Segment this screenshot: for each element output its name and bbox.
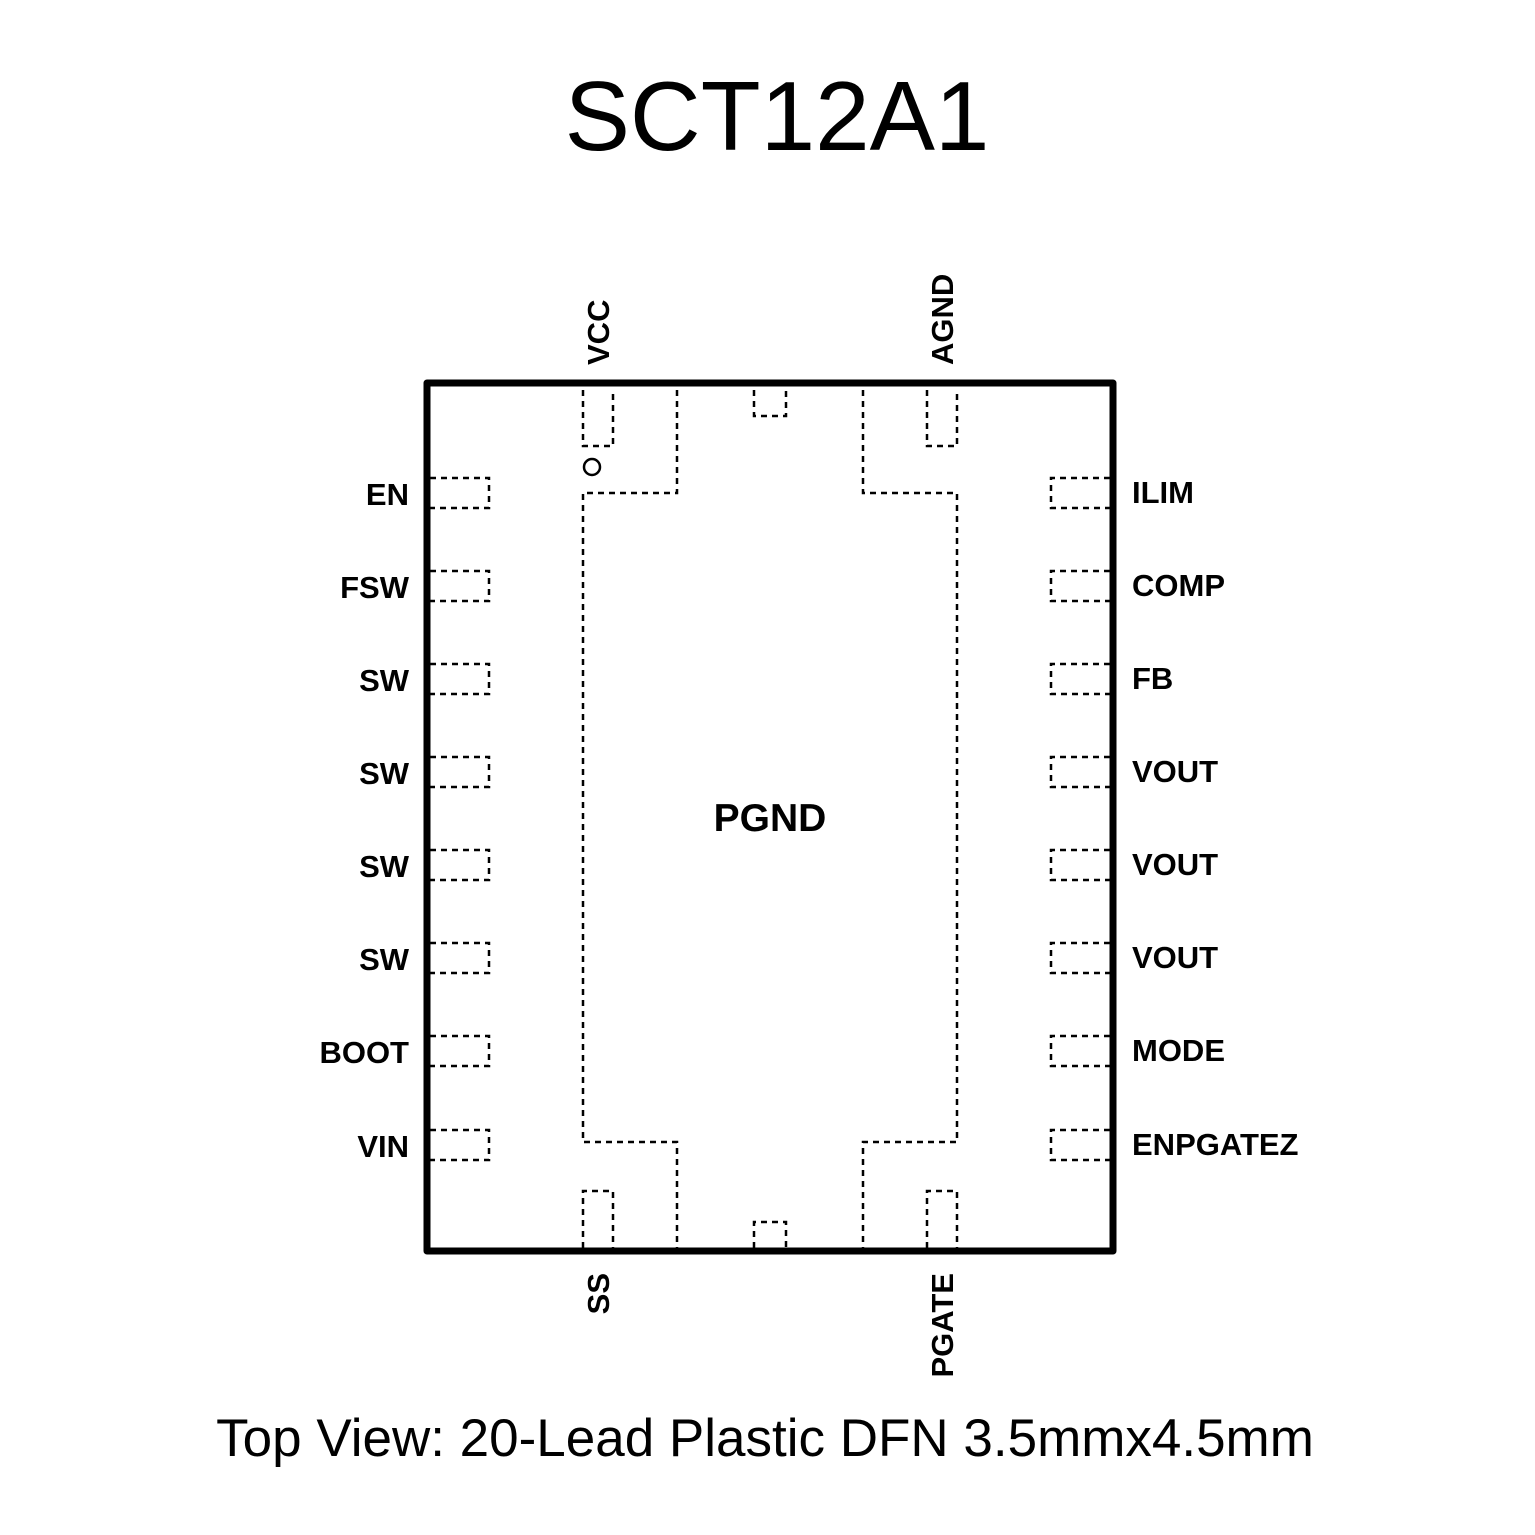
pin-label-left-0: EN [366,477,409,512]
pin-label-right-5: VOUT [1132,940,1218,975]
pad-right-5 [1049,941,1110,975]
pin-label-left-1: FSW [340,570,410,605]
package-caption: Top View: 20-Lead Plastic DFN 3.5mmx4.5m… [216,1409,1314,1468]
pin-label-left-4: SW [359,849,410,884]
pin1-marker [582,457,602,477]
pin-label-left-3: SW [359,756,410,791]
pad-left-3 [430,755,491,789]
pad-left-4 [430,848,491,882]
pad-left-5 [430,941,491,975]
pad-pgate [925,1189,959,1248]
pad-left-1 [430,569,491,603]
pad-left-2 [430,662,491,696]
pad-vcc [581,390,615,448]
pad-right-6 [1049,1034,1110,1068]
pad-right-1 [1049,569,1110,603]
exposed-pad-outline [581,390,959,1248]
center-pad-label: PGND [714,797,827,840]
pin-label-bottom-1: PGATE [925,1273,960,1378]
pin-label-left-6: BOOT [319,1035,409,1070]
pin-label-right-6: MODE [1132,1033,1225,1068]
pad-right-7 [1049,1128,1110,1162]
pin-label-right-3: VOUT [1132,754,1218,789]
pad-ss [581,1189,615,1248]
pin-label-right-2: FB [1132,661,1173,696]
pin-label-left-7: VIN [357,1129,409,1164]
pin-label-right-7: ENPGATEZ [1132,1127,1299,1162]
pin-label-left-2: SW [359,663,410,698]
pad-agnd [925,390,959,448]
pin-label-top-0: VCC [581,300,616,365]
pin-label-bottom-0: SS [581,1273,616,1314]
pad-right-2 [1049,662,1110,696]
pin-label-top-1: AGND [925,274,960,365]
package-outline [423,379,1117,1255]
pin-label-right-4: VOUT [1132,847,1218,882]
pad-left-6 [430,1034,491,1068]
chip-title: SCT12A1 [565,61,990,171]
pad-right-3 [1049,755,1110,789]
pad-bottom-center [752,1220,788,1248]
pad-left-7 [430,1128,491,1162]
pad-top-center [752,390,788,418]
pad-right-0 [1049,476,1110,510]
pin-label-right-1: COMP [1132,568,1225,603]
pin-label-left-5: SW [359,942,410,977]
pad-left-0 [430,476,491,510]
pin-label-right-0: ILIM [1132,475,1194,510]
pad-right-4 [1049,848,1110,882]
